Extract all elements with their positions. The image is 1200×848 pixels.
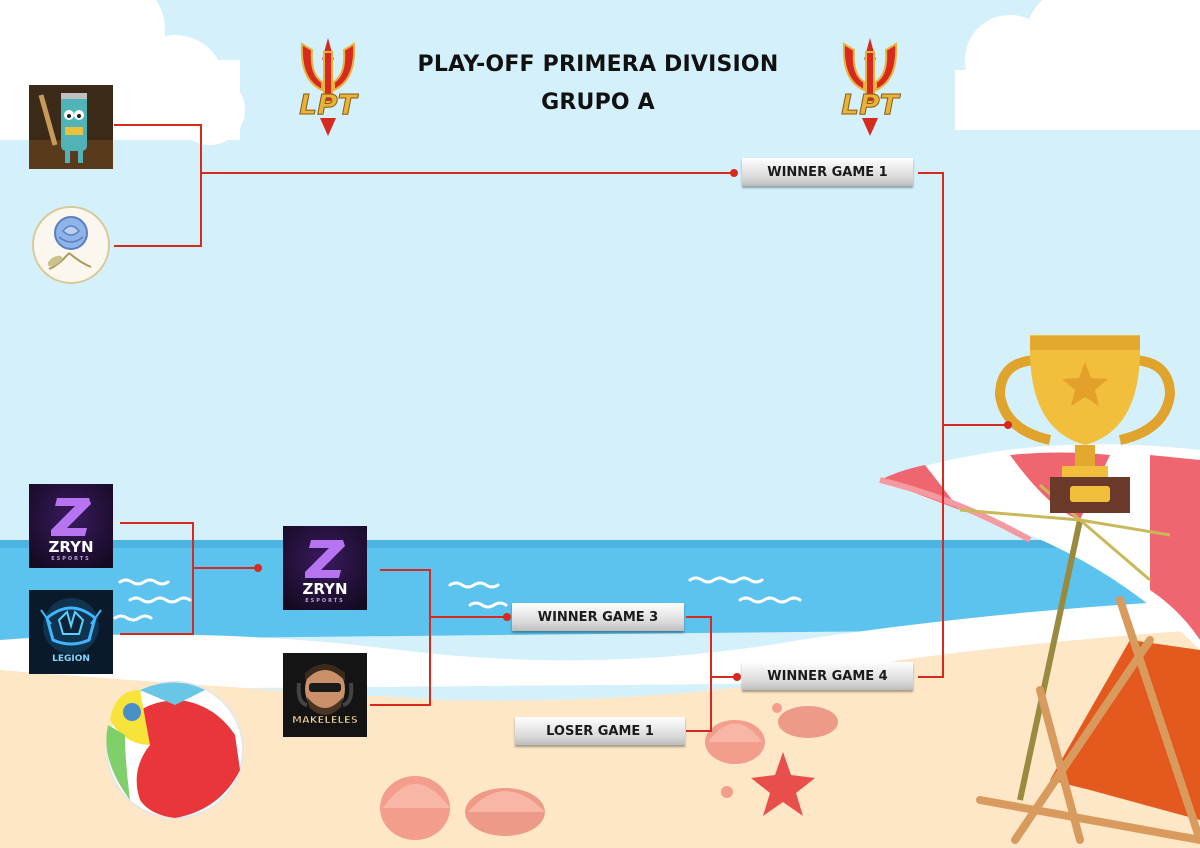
lpt-logo-left: LPT — [282, 30, 374, 140]
page-title: PLAY-OFF PRIMERA DIVISION — [417, 52, 779, 77]
label-winner-game-1: WINNER GAME 1 — [742, 158, 913, 186]
bracket-lines — [114, 124, 1008, 732]
team-logo-can-mascot[interactable] — [29, 85, 113, 169]
rose-icon — [32, 206, 110, 284]
team-logo-zryn[interactable]: ZRYN ESPORTS — [29, 484, 113, 568]
zryn-z-icon — [283, 526, 367, 610]
team-logo-zryn-advanced[interactable]: ZRYN ESPORTS — [283, 526, 367, 610]
label-winner-game-3: WINNER GAME 3 — [512, 603, 684, 631]
trident-icon — [842, 38, 898, 136]
zryn-sub: ESPORTS — [305, 598, 345, 604]
trophy-icon — [994, 335, 1176, 513]
bracket-connector-dots — [254, 169, 1012, 681]
zryn-z-icon — [29, 484, 113, 568]
team-logo-blue-rose[interactable] — [29, 203, 113, 287]
lpt-logo-text: LPT — [841, 88, 899, 122]
legion-emblem-icon — [29, 590, 113, 674]
cloud-top-right — [955, 0, 1200, 130]
label-loser-game-1: LOSER GAME 1 — [515, 717, 685, 745]
team-logo-legion[interactable]: LEGION — [29, 590, 113, 674]
trident-icon — [300, 38, 356, 136]
makeleles-name: MAKELELES — [292, 715, 358, 727]
beach-ball — [106, 681, 244, 819]
lpt-logo-right: LPT — [824, 30, 916, 140]
legion-name: LEGION — [52, 654, 90, 664]
zryn-name: ZRYN — [48, 538, 94, 556]
deck-chair — [976, 596, 1200, 844]
lpt-logo-text: LPT — [299, 88, 357, 122]
zryn-sub: ESPORTS — [51, 556, 91, 562]
zryn-name: ZRYN — [302, 580, 348, 598]
page-subtitle: GRUPO A — [541, 90, 655, 115]
can-mascot-icon — [29, 85, 113, 169]
team-logo-makeleles[interactable]: MAKELELES — [283, 653, 367, 737]
seashells — [380, 703, 838, 840]
makeleles-avatar-icon — [283, 653, 367, 737]
label-winner-game-4: WINNER GAME 4 — [742, 662, 913, 690]
